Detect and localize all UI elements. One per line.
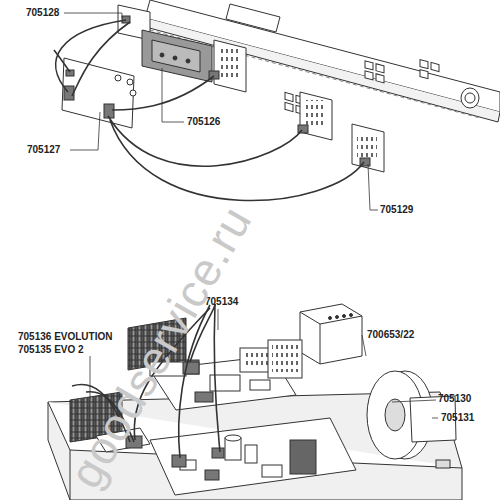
leader-line [64,13,438,418]
callout-number: 705126 [187,116,220,128]
callout-number: 705129 [380,204,413,216]
callout-number: 705136 EVOLUTION [18,331,112,343]
callout-number: 705135 EVO 2 [18,344,84,356]
callout-number: 705130 [438,393,471,405]
wiring-harness [54,20,364,201]
circuit-boards-top [62,5,384,172]
callout-number: 700653/22 [367,329,414,341]
callout-number: 705128 [26,7,59,19]
callout-number: 705131 [441,412,474,424]
callout-number: 705127 [27,144,60,156]
